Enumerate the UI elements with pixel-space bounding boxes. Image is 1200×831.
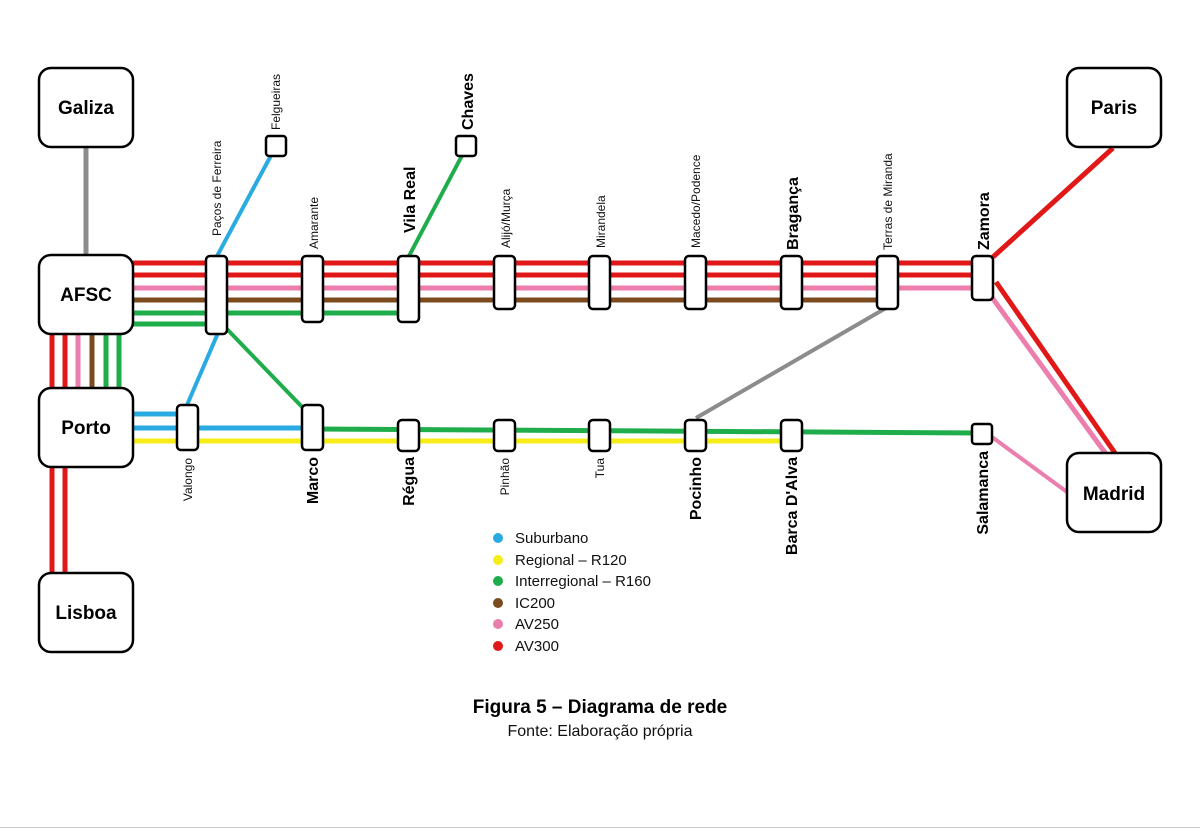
station-terras-de-miranda-label: Terras de Miranda (881, 153, 895, 250)
zamora-paris-link (991, 146, 1115, 259)
legend-swatch (493, 533, 503, 543)
station-zamora-box[interactable] (970, 254, 995, 302)
legend-item: Suburbano (493, 530, 588, 547)
figure-title: Figura 5 – Diagrama de rede (472, 697, 728, 718)
hub-paris-label: Paris (1091, 98, 1137, 119)
hub-afsc-label: AFSC (60, 285, 112, 306)
station-tua-label: Tua (593, 458, 607, 479)
station-pocinho-label: Pocinho (688, 457, 705, 520)
station-marco-box[interactable] (300, 403, 325, 452)
legend-swatch (493, 555, 503, 565)
zamora-madrid-av250 (985, 290, 1109, 456)
legend-label: IC200 (515, 595, 555, 612)
legend-label: Regional – R120 (515, 552, 627, 569)
station-terras-de-miranda-box[interactable] (875, 254, 900, 311)
figure-source: Fonte: Elaboração própria (507, 723, 693, 740)
station-alijo-murca-box[interactable] (492, 254, 517, 311)
station-tua-box[interactable] (587, 418, 612, 453)
zamora-madrid-av300 (993, 280, 1118, 455)
station-macedo-podence-label: Macedo/Podence (689, 154, 703, 248)
legend: Suburbano Regional – R120 Interregional … (493, 530, 651, 655)
legend-item: Interregional – R160 (493, 573, 651, 590)
station-barca-dalva-label: Barca D'Alva (784, 457, 801, 555)
legend-item: AV250 (493, 616, 559, 633)
station-zamora-label: Zamora (976, 192, 993, 250)
station-salamanca-label: Salamanca (975, 451, 992, 535)
station-pacos-de-ferreira-label: Paços de Ferreira (210, 140, 224, 236)
station-regua-label: Régua (401, 457, 418, 506)
legend-swatch (493, 598, 503, 608)
hub-lisboa-label: Lisboa (55, 603, 117, 624)
legend-label: AV250 (515, 616, 559, 633)
station-vila-real-label: Vila Real (402, 167, 419, 233)
station-marco-label: Marco (305, 457, 322, 504)
station-pacos-de-ferreira-box[interactable] (204, 254, 229, 336)
chaves-branch (407, 147, 468, 257)
station-pinhao-label: Pinhão (498, 458, 512, 496)
douro-interregional-line (311, 426, 983, 436)
station-felgueiras-box[interactable] (264, 134, 288, 158)
hub-lisboa[interactable]: Lisboa (37, 571, 135, 654)
station-barca-dalva-box[interactable] (779, 418, 804, 453)
station-boxes (175, 134, 995, 453)
pacos-valongo-link (185, 332, 220, 406)
station-amarante-box[interactable] (300, 254, 325, 324)
station-valongo-label: Valongo (181, 458, 195, 501)
legend-swatch (493, 576, 503, 586)
legend-label: Interregional – R160 (515, 573, 651, 590)
legend-item: Regional – R120 (493, 552, 627, 569)
station-felgueiras-label: Felgueiras (269, 74, 283, 130)
pacos-marco-link (222, 324, 307, 412)
legend-label: AV300 (515, 638, 559, 655)
station-macedo-podence-box[interactable] (683, 254, 708, 311)
station-braganca-box[interactable] (779, 254, 804, 311)
page-bottom-divider (0, 827, 1200, 828)
hub-galiza-label: Galiza (58, 98, 114, 119)
station-vila-real-box[interactable] (396, 254, 421, 324)
legend-swatch (493, 619, 503, 629)
hub-madrid[interactable]: Madrid (1065, 451, 1163, 534)
figure-caption: Figura 5 – Diagrama de rede Fonte: Elabo… (0, 697, 1200, 741)
station-labels: Felgueiras Paços de Ferreira Amarante Vi… (181, 73, 993, 555)
hub-paris[interactable]: Paris (1065, 66, 1163, 149)
station-pinhao-box[interactable] (492, 418, 517, 453)
hubs: Galiza AFSC Porto Lisboa Paris Madrid (37, 66, 1163, 654)
hub-afsc[interactable]: AFSC (37, 253, 135, 336)
station-amarante-label: Amarante (307, 197, 321, 249)
hub-galiza[interactable]: Galiza (37, 66, 135, 149)
station-mirandela-box[interactable] (587, 254, 612, 311)
station-salamanca-box[interactable] (970, 422, 994, 446)
station-chaves-label: Chaves (460, 73, 477, 130)
station-pocinho-box[interactable] (683, 418, 708, 453)
station-alijo-murca-label: Alijó/Murça (499, 188, 513, 248)
pocinho-terras-link (694, 306, 888, 420)
hub-porto-label: Porto (61, 418, 111, 439)
station-regua-box[interactable] (396, 418, 421, 453)
salamanca-madrid-link (990, 435, 1069, 494)
station-valongo-box[interactable] (175, 403, 200, 452)
hub-madrid-label: Madrid (1083, 484, 1145, 505)
station-mirandela-label: Mirandela (594, 195, 608, 248)
legend-swatch (493, 641, 503, 651)
station-chaves-box[interactable] (454, 134, 478, 158)
felgueiras-branch (214, 147, 277, 259)
legend-item: AV300 (493, 638, 559, 655)
hub-porto[interactable]: Porto (37, 386, 135, 469)
legend-label: Suburbano (515, 530, 588, 547)
station-braganca-label: Bragança (785, 177, 802, 250)
legend-item: IC200 (493, 595, 555, 612)
